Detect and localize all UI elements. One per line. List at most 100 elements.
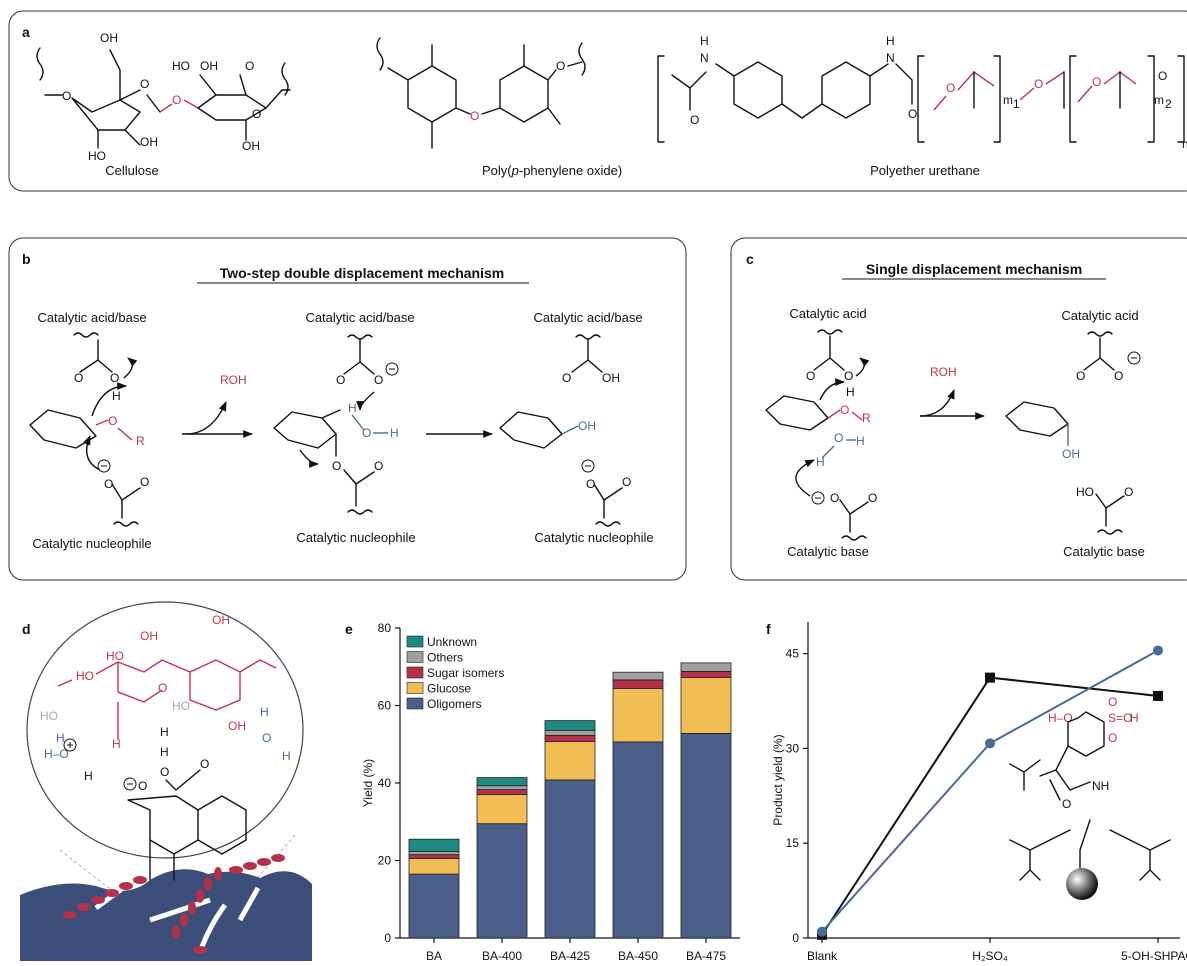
svg-text:O: O	[138, 779, 147, 793]
panel-c-letter: c	[746, 251, 754, 267]
svg-text:OH: OH	[212, 613, 230, 627]
y-tick-label: 40	[378, 776, 392, 790]
b-acid-base-1: Catalytic acid/base	[37, 310, 146, 325]
svg-text:O: O	[62, 89, 71, 103]
svg-text:H: H	[886, 34, 895, 48]
svg-text:O: O	[946, 81, 955, 95]
b-acid-base-3: Catalytic acid/base	[533, 310, 642, 325]
legend-label: Glucose	[427, 682, 471, 696]
bar-segment	[408, 873, 460, 939]
svg-text:O: O	[362, 426, 371, 440]
svg-text:2: 2	[1165, 97, 1172, 111]
svg-text:H: H	[112, 737, 121, 751]
svg-text:H: H	[260, 705, 269, 719]
data-point-circle	[817, 926, 827, 937]
svg-text:H: H	[816, 455, 825, 469]
panel-b-letter: b	[22, 251, 31, 267]
svg-text:n: n	[1182, 137, 1187, 151]
bar-segment	[408, 838, 460, 852]
data-point-circle	[1153, 645, 1163, 656]
cellulose-label: Cellulose	[105, 163, 158, 178]
svg-text:OH: OH	[228, 719, 246, 733]
svg-text:O: O	[834, 431, 843, 445]
c-acid-2: Catalytic acid	[1061, 308, 1138, 323]
b-step1: O O H O R O O	[29, 332, 149, 527]
svg-text:H: H	[84, 769, 93, 783]
svg-text:m: m	[1154, 93, 1164, 107]
panel-c-title: Single displacement mechanism	[866, 261, 1082, 277]
svg-text:O: O	[374, 373, 383, 387]
x-tick-label: Blank	[807, 949, 838, 961]
bar-segment	[544, 734, 596, 742]
svg-text:H: H	[56, 731, 65, 745]
c-base-2: Catalytic base	[1063, 544, 1145, 559]
svg-text:O: O	[336, 373, 345, 387]
svg-text:O: O	[332, 459, 341, 473]
c-acid-1: Catalytic acid	[789, 306, 866, 321]
bar-segment	[612, 671, 664, 681]
svg-text:N: N	[700, 51, 709, 65]
legend-swatch	[406, 697, 424, 710]
svg-text:m: m	[1003, 93, 1013, 107]
bar-segment	[680, 671, 732, 679]
b-nucleophile-1: Catalytic nucleophile	[32, 536, 151, 551]
x-tick-label: BA-475	[686, 949, 726, 961]
svg-text:O: O	[172, 93, 181, 107]
svg-text:OH: OH	[140, 629, 158, 643]
y-tick-label: 20	[378, 854, 392, 868]
svg-text:HO: HO	[172, 59, 190, 73]
svg-text:H: H	[348, 401, 357, 415]
svg-text:O: O	[1092, 75, 1101, 89]
svg-text:O: O	[160, 765, 169, 779]
y-tick-label: 80	[378, 621, 392, 635]
bar-segment	[544, 779, 596, 939]
panel-b-frame	[8, 237, 687, 581]
bar-segment	[612, 679, 664, 689]
cellulose-chains	[63, 854, 285, 954]
svg-text:O: O	[1158, 69, 1167, 83]
bar-segment	[476, 794, 528, 825]
svg-text:N: N	[886, 51, 895, 65]
b-nucleophile-3: Catalytic nucleophile	[534, 530, 653, 545]
catalyst-structure: H–O O H S=O O NH O	[1009, 695, 1171, 900]
x-tick-label: BA-450	[618, 949, 658, 961]
y-tick-label: 0	[384, 931, 391, 945]
legend-swatch	[406, 682, 424, 694]
c-arrow-roh	[919, 389, 955, 417]
svg-text:O: O	[74, 371, 83, 385]
bar-segment	[680, 677, 732, 734]
bar-segment	[476, 789, 528, 796]
svg-text:HO: HO	[76, 669, 94, 683]
legend-swatch	[406, 635, 424, 648]
bar-segment	[612, 741, 664, 939]
svg-text:HO: HO	[172, 699, 190, 713]
svg-text:H: H	[160, 745, 169, 759]
zoomed-structure: OH OH HO HO O HO OH H H H O O HO H H–O H…	[40, 613, 291, 881]
data-point-square	[985, 672, 995, 683]
cellulose-structure: O OH O HO OH O HO OH O OH O	[36, 31, 291, 163]
b-nucleophile-2: Catalytic nucleophile	[296, 530, 415, 545]
b-acid-base-2: Catalytic acid/base	[305, 310, 414, 325]
b-arrow-roh	[185, 401, 227, 435]
bar-segment	[476, 777, 528, 787]
peu-structure: O H N H N O O m 1 O O	[657, 34, 1187, 151]
peu-label: Polyether urethane	[870, 163, 980, 178]
bar-segment	[680, 733, 732, 939]
b-step3: O OH OH O O	[499, 334, 631, 527]
svg-text:O: O	[1108, 695, 1117, 709]
x-tick-label: BA	[426, 949, 442, 961]
panel-b: b Two-step double displacement mechanism…	[8, 237, 687, 581]
svg-text:OH: OH	[578, 419, 596, 433]
svg-text:O: O	[806, 369, 815, 383]
svg-text:O: O	[374, 459, 383, 473]
panel-d: d OH OH HO HO O HO OH	[20, 601, 312, 961]
svg-text:O: O	[262, 731, 271, 745]
bar-segment	[408, 854, 460, 859]
ppo-label: Poly(p-phenylene oxide)	[482, 163, 622, 178]
svg-text:H–O: H–O	[1048, 711, 1073, 725]
y-tick-label: 15	[786, 836, 800, 850]
svg-text:OH: OH	[100, 31, 118, 45]
legend-label: Others	[427, 651, 463, 665]
x-tick-label: BA-425	[550, 949, 590, 961]
